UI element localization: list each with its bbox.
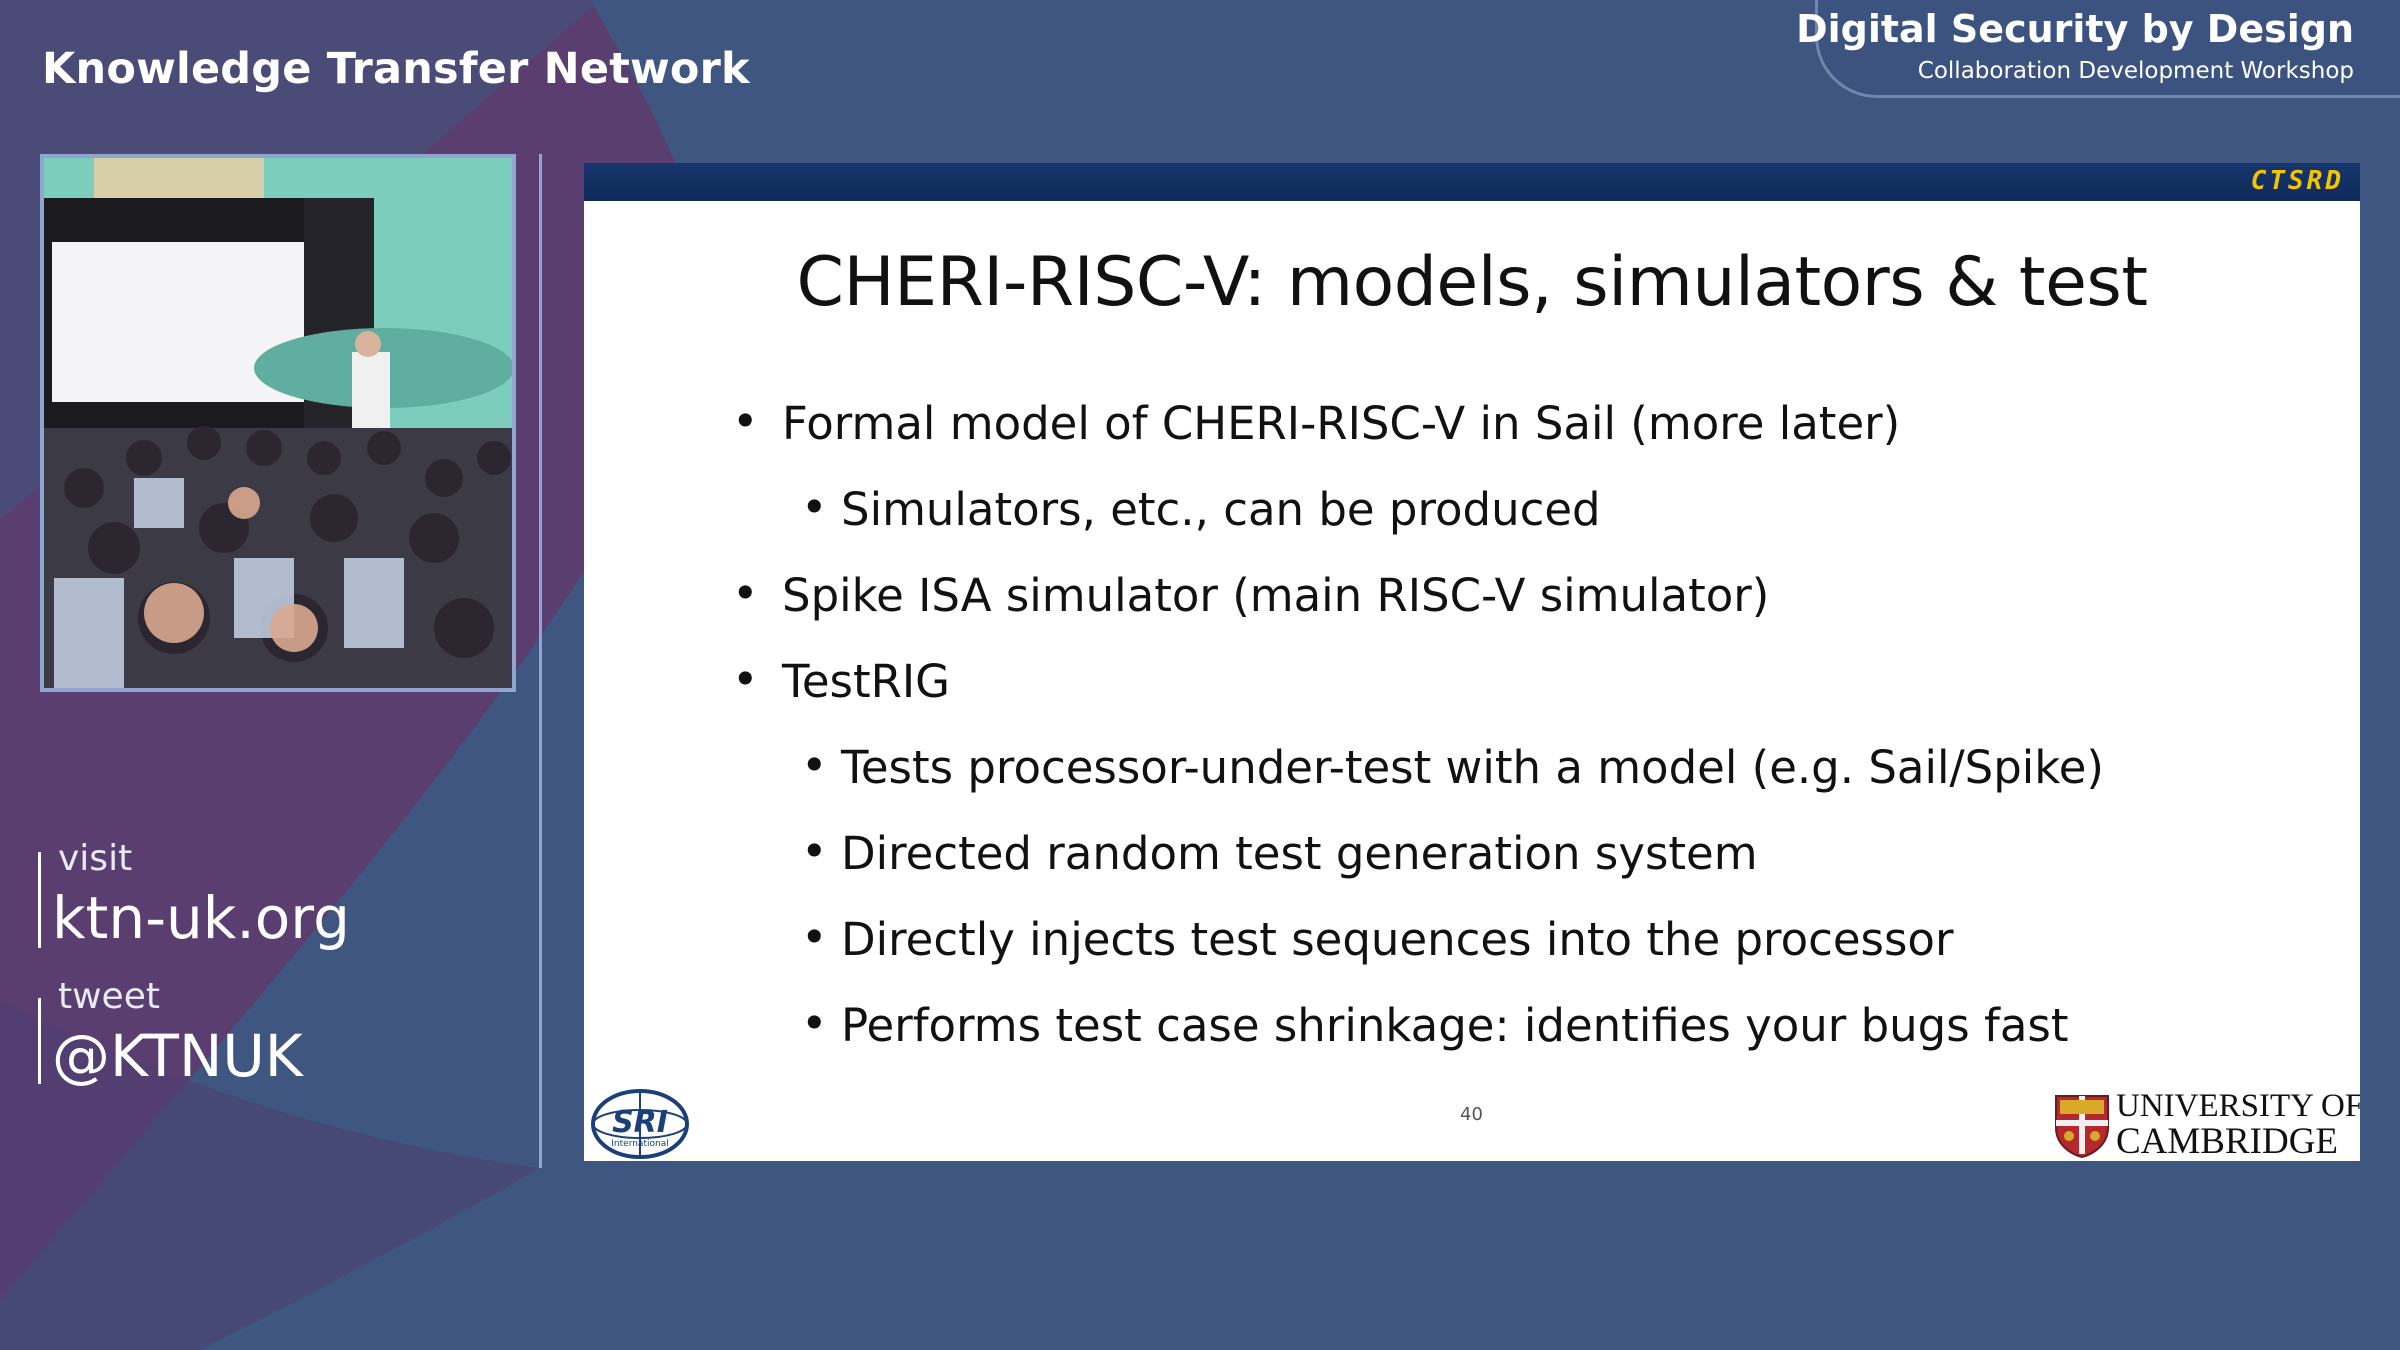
event-title: Digital Security by Design [1796, 7, 2354, 51]
bullet-text: Spike ISA simulator (main RISC-V simulat… [782, 569, 1770, 622]
event-subtitle: Collaboration Development Workshop [1917, 58, 2354, 84]
event-badge: Digital Security by Design Collaboration… [1796, 0, 2400, 98]
bullet-dot: • [732, 653, 759, 706]
sub-bullet-item: •Performs test case shrinkage: identifie… [801, 997, 2069, 1052]
bullet-dot: • [801, 739, 828, 792]
bullet-item: • TestRIG [732, 653, 951, 708]
visit-bar [38, 852, 41, 948]
bullet-dot: • [732, 567, 759, 620]
slide-header-bar: CTSRD [584, 163, 2360, 201]
bullet-text: TestRIG [782, 655, 951, 708]
tweet-bar [38, 998, 41, 1084]
tweet-label: tweet [58, 976, 160, 1017]
visit-url[interactable]: ktn-uk.org [52, 884, 350, 952]
bullet-item: • Formal model of CHERI-RISC-V in Sail (m… [732, 395, 1901, 450]
ctsrd-logo: CTSRD [2250, 166, 2344, 196]
bullet-text: Tests processor-under-test with a model … [841, 741, 2104, 794]
bullet-dot: • [801, 481, 828, 534]
bullet-dot: • [801, 825, 828, 878]
sri-international-logo: SRI International [591, 1089, 689, 1159]
sub-bullet-item: •Directed random test generation system [801, 825, 1758, 880]
bullet-text: Performs test case shrinkage: identifies… [841, 999, 2069, 1052]
bullet-text: Directly injects test sequences into the… [841, 913, 1954, 966]
sri-logo-subtext: International [611, 1139, 668, 1149]
cambridge-logo: UNIVERSITY OF CAMBRIDGE [2054, 1088, 2360, 1161]
sri-logo-text: SRI [612, 1105, 668, 1140]
visit-label: visit [58, 838, 133, 879]
bullet-dot: • [732, 395, 759, 448]
sub-bullet-item: •Simulators, etc., can be produced [801, 481, 1601, 536]
slide-title: CHERI-RISC-V: models, simulators & test [796, 243, 2148, 322]
vertical-divider [539, 154, 542, 1168]
bullet-item: • Spike ISA simulator (main RISC-V simula… [732, 567, 1770, 622]
cambridge-shield-icon [2055, 1095, 2109, 1158]
cambridge-line1: UNIVERSITY OF [2116, 1088, 2360, 1124]
slide-page-number: 40 [1460, 1104, 1483, 1125]
sub-bullet-item: •Tests processor-under-test with a model… [801, 739, 2104, 794]
twitter-handle[interactable]: @KTNUK [52, 1022, 303, 1090]
conference-room-image [44, 158, 512, 688]
bullet-dot: • [801, 911, 828, 964]
cambridge-line2: CAMBRIDGE [2116, 1121, 2339, 1161]
speaker-video-feed [40, 154, 516, 692]
bullet-text: Directed random test generation system [841, 827, 1758, 880]
sub-bullet-item: •Directly injects test sequences into th… [801, 911, 1954, 966]
bullet-dot: • [801, 997, 828, 1050]
bullet-text: Formal model of CHERI-RISC-V in Sail (mo… [782, 397, 1901, 450]
network-title: Knowledge Transfer Network [42, 44, 750, 94]
bullet-text: Simulators, etc., can be produced [841, 483, 1601, 536]
presentation-slide: CTSRD CHERI-RISC-V: models, simulators &… [584, 163, 2360, 1161]
